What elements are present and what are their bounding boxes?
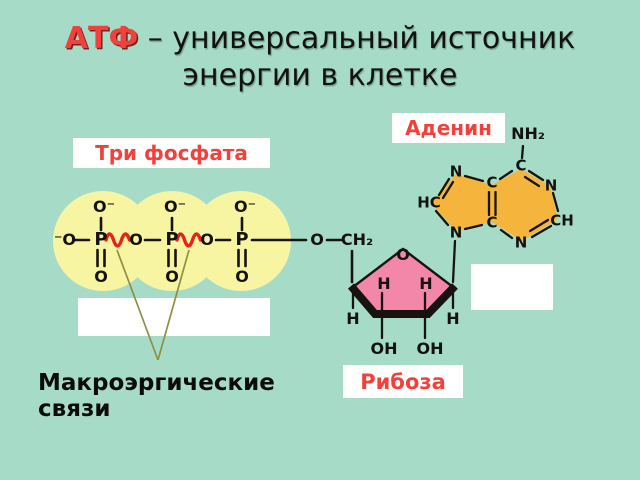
macroergic-wavy-bond-2 — [175, 232, 203, 248]
bond-line — [498, 169, 514, 181]
atom-top-o3: O⁻ — [233, 197, 257, 216]
title-line-2: энергии в клетке — [182, 58, 458, 93]
atom-ribose-h-inner-left: H — [377, 274, 391, 293]
atom-adenine-n-right: N — [544, 176, 558, 195]
bond-line — [530, 224, 553, 239]
pointer-line-right — [157, 249, 190, 361]
atom-ribose-o: O — [396, 245, 410, 264]
ribose-thick-edge — [347, 283, 458, 318]
bond-line — [463, 174, 485, 183]
bond-line — [520, 144, 525, 160]
atom-ribose-oh-left: OH — [370, 339, 398, 358]
atom-terminal-o: ⁻O — [53, 230, 77, 249]
slide-title: АТФ – универсальный источник энергии в к… — [0, 20, 640, 94]
atom-ribose-h-outer-right: H — [446, 309, 460, 328]
atom-adenine-hc-left: HC — [417, 193, 441, 212]
title-line-1: АТФ – универсальный источник — [0, 20, 640, 57]
title-highlight-atf: АТФ — [64, 21, 139, 56]
hidden-answer-box-ribose-right — [471, 264, 553, 310]
title-line1-rest: – универсальный источник — [147, 21, 576, 56]
bond-line — [551, 191, 560, 213]
macroergic-wavy-bond-1 — [104, 232, 132, 248]
bond-line — [527, 169, 545, 182]
atom-ch2: CH₂ — [340, 230, 374, 249]
phosphates-label-box: Три фосфата — [73, 138, 270, 168]
atom-adenine-nh2: NH₂ — [511, 124, 545, 143]
atom-adenine-n-bottom: N — [514, 233, 528, 252]
bond-line — [463, 223, 484, 231]
pointer-line-left — [116, 249, 159, 361]
atom-bridge-o2: O — [200, 230, 214, 249]
phosphates-label: Три фосфата — [95, 141, 248, 165]
atom-ribose-h-inner-right: H — [419, 274, 433, 293]
atom-p1: P — [94, 229, 108, 250]
phosphate-blob-1 — [53, 191, 153, 291]
atom-adenine-c-bottom-left: C — [486, 213, 498, 232]
atom-top-o1: O⁻ — [92, 197, 116, 216]
double-bond-line — [441, 180, 455, 200]
atom-adenine-ch-right: CH — [550, 211, 574, 230]
bond-line — [434, 209, 450, 227]
atom-adenine-c-top-left: C — [486, 173, 498, 192]
ribose-label: Рибоза — [360, 369, 446, 394]
atom-adenine-c-top: C — [515, 156, 527, 175]
atom-bottom-o2: O — [165, 267, 179, 286]
atom-bottom-o1: O — [94, 267, 108, 286]
phosphate-blob-3 — [191, 191, 291, 291]
double-bond-line — [523, 175, 541, 188]
ribose-label-box: Рибоза — [343, 365, 463, 398]
atom-ribose-oh-right: OH — [416, 339, 444, 358]
adenine-label-box: Аденин — [392, 113, 505, 143]
double-bond-line — [528, 218, 550, 233]
macro-bonds-label: Макроэргические связи — [38, 370, 275, 422]
atom-adenine-n-bottom-5ring: N — [449, 223, 463, 242]
atom-adenine-n-top-5ring: N — [449, 162, 463, 181]
bond-line — [451, 239, 457, 284]
atom-bottom-o3: O — [235, 267, 249, 286]
bond-line — [499, 228, 514, 240]
atom-p3: P — [235, 229, 249, 250]
atom-top-o2: O⁻ — [163, 197, 187, 216]
bond-line — [437, 177, 451, 197]
atom-p2: P — [165, 229, 179, 250]
phosphate-blob-2 — [122, 191, 222, 291]
adenine-pentagon-ring — [431, 174, 492, 231]
adenine-label: Аденин — [405, 116, 492, 140]
atom-linker-o: O — [310, 230, 324, 249]
atom-bridge-o1: O — [129, 230, 143, 249]
atom-ribose-h-outer-left: H — [346, 309, 360, 328]
